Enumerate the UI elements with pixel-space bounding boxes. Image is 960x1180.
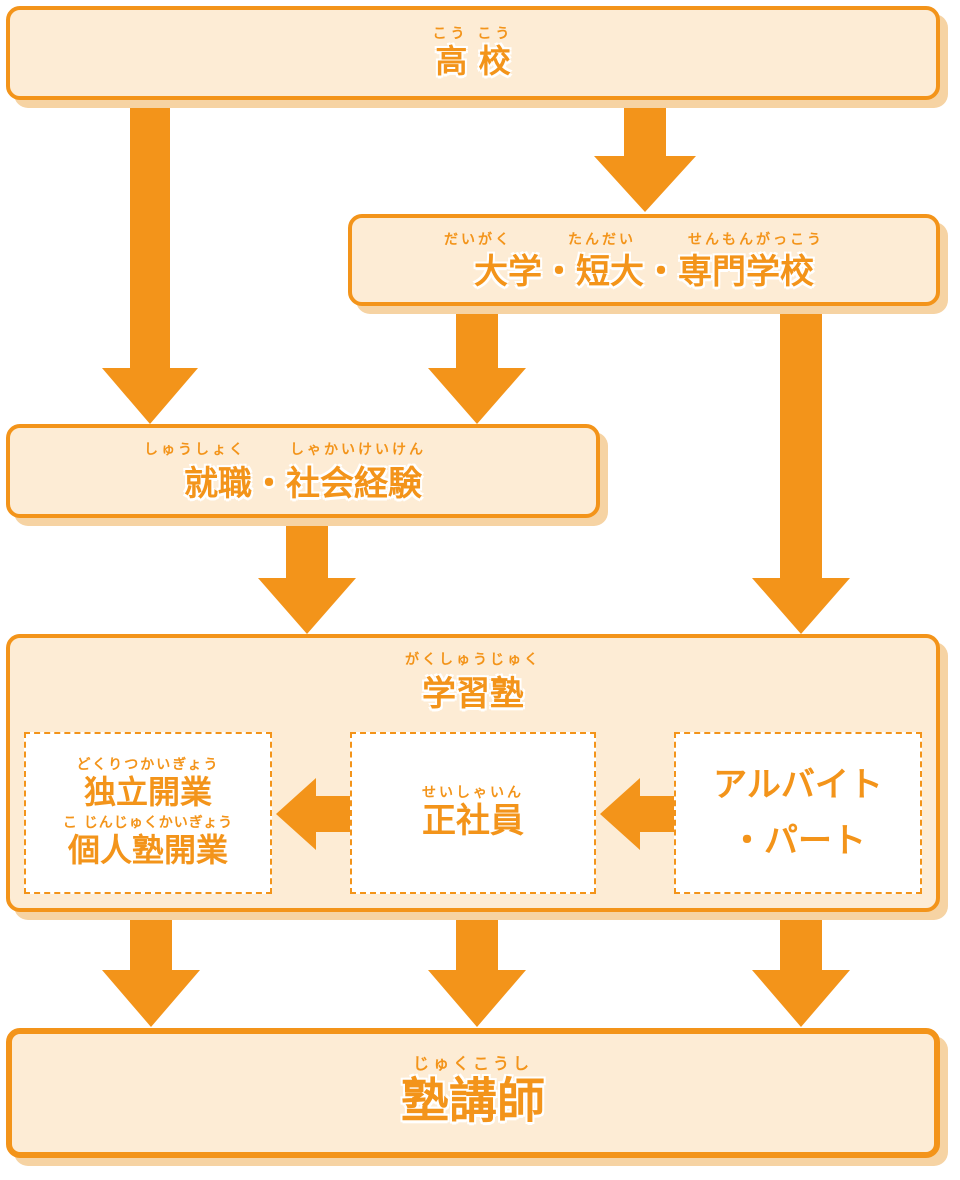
- arrow-employment-to-cramschool: [258, 517, 356, 634]
- employment-title: 就職・社会経験: [184, 464, 422, 504]
- node-employment: しゅうしょく しゃかいけいけん 就職・社会経験: [6, 424, 600, 518]
- arrow-cramschool-to-teacher-left: [102, 890, 200, 1027]
- part-time-line-1: アルバイト: [713, 765, 883, 805]
- full-time-ruby: せいしゃいん: [422, 785, 524, 801]
- cram-school-ruby: がくしゅうじゅく: [405, 652, 541, 668]
- high-school-ruby: こう こう: [432, 26, 514, 42]
- employment-ruby-1: しゅうしょく: [144, 442, 246, 458]
- cram-school-title: 学習塾: [422, 674, 524, 714]
- arrow-highschool-to-employment: [102, 100, 198, 424]
- full-time-title: 正社員: [422, 801, 524, 841]
- node-university: だいがく たんだい せんもんがっこう 大学・短大・専門学校: [348, 214, 940, 306]
- university-ruby-2: たんだい: [568, 232, 636, 248]
- university-ruby-3: せんもんがっこう: [688, 232, 824, 248]
- independent-ruby-2: こ じんじゅくかいぎょう: [62, 815, 234, 831]
- high-school-title: 高 校: [435, 42, 511, 80]
- independent-title-1: 独立開業: [83, 773, 212, 811]
- node-high-school: こう こう 高 校: [6, 6, 940, 100]
- arrow-university-to-employment: [428, 305, 526, 424]
- employment-ruby-2: しゃかいけいけん: [290, 442, 426, 458]
- independent-ruby-1: どくりつかいぎょう: [76, 757, 220, 773]
- arrow-university-to-cramschool: [752, 305, 850, 634]
- arrow-parttime-to-fulltime: [600, 778, 674, 850]
- arrow-fulltime-to-independent: [276, 778, 350, 850]
- university-ruby-1: だいがく: [444, 232, 512, 248]
- cram-teacher-title: 塾講師: [400, 1073, 545, 1129]
- node-cram-teacher: じゅくこうし 塾講師: [6, 1028, 940, 1158]
- sub-independent: どくりつかいぎょう 独立開業 こ じんじゅくかいぎょう 個人塾開業: [24, 732, 272, 894]
- sub-part-time: アルバイト ・パート: [674, 732, 922, 894]
- independent-title-2: 個人塾開業: [67, 831, 228, 869]
- part-time-line-2: ・パート: [730, 821, 866, 861]
- university-title: 大学・短大・専門学校: [474, 252, 814, 292]
- arrow-highschool-to-university: [594, 100, 696, 212]
- sub-full-time: せいしゃいん 正社員: [350, 732, 596, 894]
- arrow-cramschool-to-teacher-right: [752, 890, 850, 1027]
- arrow-cramschool-to-teacher-middle: [428, 890, 526, 1027]
- cram-teacher-ruby: じゅくこうし: [412, 1054, 533, 1073]
